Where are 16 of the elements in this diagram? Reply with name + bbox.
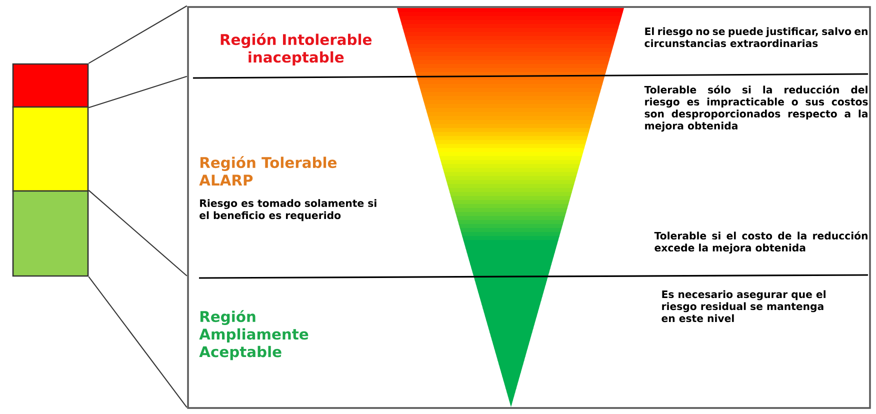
color-block bbox=[12, 190, 89, 277]
zoom-line bbox=[88, 76, 188, 108]
color-block bbox=[12, 106, 89, 192]
region-heading: Región Tolerable ALARP bbox=[199, 156, 337, 186]
risk-note: Es necesario asegurar que el riesgo residual se mantenga en este nivel bbox=[662, 290, 826, 322]
region-heading: Región Ampliamente Aceptable bbox=[199, 310, 308, 360]
risk-note: El riesgo no se puede justificar, salvo en circunstancias extraordinarias bbox=[644, 27, 868, 48]
risk-note: Tolerable sólo si la reducción del riesgo es impracticable o sus costos son desproporcionados respecto a la mejora obtenida bbox=[644, 85, 868, 132]
risk-note: Tolerable si el costo de la reducción excede la mejora obtenida bbox=[654, 231, 868, 254]
zoom-line bbox=[88, 276, 188, 408]
color-block bbox=[12, 63, 89, 108]
region-heading: Región Intolerable inaceptable bbox=[220, 33, 372, 66]
zoom-line bbox=[88, 190, 188, 276]
panel-frame bbox=[187, 6, 871, 409]
zoom-line bbox=[88, 5, 188, 64]
region-note: Riesgo es tomado solamente si el beneficio es requerido bbox=[200, 199, 376, 222]
